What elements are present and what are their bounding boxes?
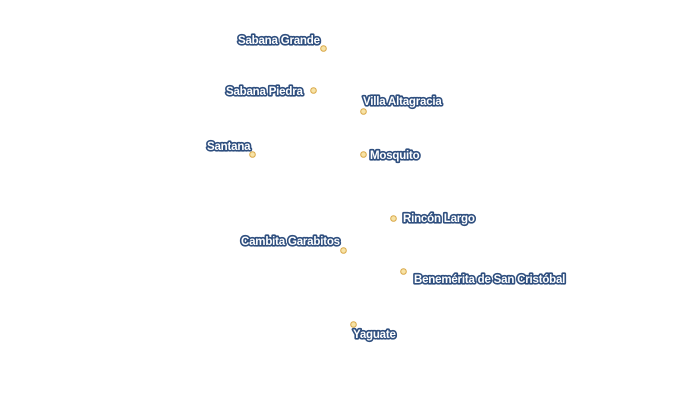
place-marker-sabana-piedra[interactable]: Sabana Piedra: [224, 84, 317, 100]
place-label: Mosquito: [370, 150, 420, 162]
place-label: Cambita Garabitos: [241, 236, 340, 248]
place-dot: [320, 45, 327, 52]
place-label: Yaguate: [353, 329, 396, 341]
place-label: Sabana Grande: [238, 35, 320, 47]
place-dot: [310, 87, 317, 94]
place-dot: [390, 215, 397, 222]
place-dot: [350, 321, 357, 328]
place-label: Benemérita de San Cristóbal: [414, 274, 565, 286]
place-label: Sabana Piedra: [226, 86, 303, 98]
place-marker-benemerita-de-san-cristobal[interactable]: Benemérita de San Cristóbal: [400, 268, 567, 288]
place-marker-villa-altagracia[interactable]: Villa Altagracia: [360, 94, 444, 115]
place-marker-sabana-grande[interactable]: Sabana Grande: [236, 33, 327, 52]
place-marker-santana[interactable]: Santana: [205, 139, 256, 158]
place-label: Rincón Largo: [403, 213, 475, 225]
place-marker-cambita-garabitos[interactable]: Cambita Garabitos: [239, 234, 347, 254]
place-marker-yaguate[interactable]: Yaguate: [350, 321, 398, 343]
place-label: Villa Altagracia: [363, 96, 442, 108]
place-marker-mosquito[interactable]: Mosquito: [360, 148, 421, 164]
place-dot: [360, 108, 367, 115]
place-label: Santana: [207, 141, 251, 153]
place-marker-rincon-largo[interactable]: Rincón Largo: [390, 211, 477, 227]
place-dot: [400, 268, 407, 275]
place-dot: [340, 247, 347, 254]
place-dot: [249, 151, 256, 158]
place-dot: [360, 151, 367, 158]
